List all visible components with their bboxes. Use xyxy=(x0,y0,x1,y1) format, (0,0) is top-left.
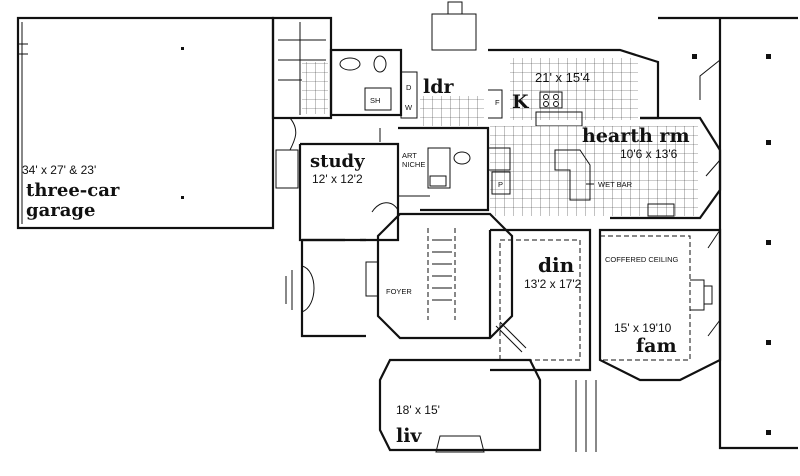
pantry xyxy=(491,171,511,195)
foyer-label: FOYER xyxy=(386,287,412,296)
dining-passage xyxy=(495,321,527,353)
chimney xyxy=(447,1,463,14)
hall-wall xyxy=(398,126,490,212)
hearth-fireplace xyxy=(647,203,675,217)
fridge xyxy=(488,89,503,119)
garage-post xyxy=(181,47,184,50)
foyer-stair-edge xyxy=(427,228,456,320)
kitchen-tile xyxy=(510,58,638,120)
living-wall xyxy=(378,358,542,452)
pantry-label: P xyxy=(498,180,503,189)
family: COFFERED CEILING 15' x 19'10 fam xyxy=(598,228,722,382)
dining: din 13'2 x 17'2 xyxy=(488,228,592,372)
family-label: fam xyxy=(636,335,677,357)
ldr-label: ldr xyxy=(423,76,455,98)
family-wall xyxy=(598,228,722,382)
art-label: ART xyxy=(402,151,417,160)
washer-dryer xyxy=(400,71,418,119)
dining-ceiling-outline xyxy=(499,239,581,361)
porch-column xyxy=(766,240,771,245)
porch-column xyxy=(692,54,697,59)
living-dims: 18' x 15' xyxy=(396,403,440,417)
hearth-label: hearth rm xyxy=(582,125,690,147)
foyer-stair-treads xyxy=(432,239,452,301)
garage-dims: 34' x 27' & 23' xyxy=(22,163,96,177)
entry-steps xyxy=(285,270,293,310)
garage-label-1: three-car xyxy=(26,180,120,201)
study-label: study xyxy=(310,151,365,172)
porch xyxy=(658,16,798,450)
kitchen-label: K xyxy=(512,91,530,113)
bath-laundry: SH D W ldr xyxy=(329,48,484,126)
wet-bar-label: WET BAR xyxy=(598,180,633,189)
family-dims: 15' x 19'10 xyxy=(614,321,672,335)
rear-steps xyxy=(575,380,597,452)
kitchen-dims: 21' x 15'4 xyxy=(535,70,590,85)
bath-toilet xyxy=(373,55,387,73)
burner xyxy=(543,101,549,107)
utility-shelves xyxy=(278,22,326,115)
entry-bay xyxy=(301,265,315,313)
dryer-label: D xyxy=(406,83,412,92)
family-hearth xyxy=(703,285,713,305)
living-label: liv xyxy=(396,425,422,447)
garage-door-mark xyxy=(18,43,28,55)
porch-column xyxy=(766,54,771,59)
utility-door xyxy=(272,117,297,151)
porch-wall xyxy=(658,16,798,450)
entry xyxy=(285,238,366,338)
cooktop xyxy=(539,91,563,109)
study-dims: 12' x 12'2 xyxy=(312,172,363,186)
ldr-tile xyxy=(420,96,484,126)
study-door-swing xyxy=(371,202,399,213)
mud-bench xyxy=(275,149,299,189)
shower-label: SH xyxy=(370,96,380,105)
dining-dims: 13'2 x 17'2 xyxy=(524,277,582,291)
garage-label-2: garage xyxy=(26,200,95,221)
porch-bays xyxy=(699,59,721,337)
niche-label: NICHE xyxy=(402,160,425,169)
powder-sink xyxy=(453,151,471,165)
kitchen-bay xyxy=(431,13,477,51)
porch-column xyxy=(766,140,771,145)
fridge-label: F xyxy=(495,98,500,107)
family-ceiling-outline xyxy=(599,235,691,361)
study: study 12' x 12'2 xyxy=(298,142,400,242)
shower-stall xyxy=(364,87,392,111)
dining-label: din xyxy=(538,253,575,277)
wet-bar-counter xyxy=(554,149,591,201)
powder-room xyxy=(427,147,451,189)
utility-tile xyxy=(302,62,328,114)
porch-column xyxy=(766,430,771,435)
garage-post xyxy=(181,196,184,199)
powder-toilet xyxy=(429,175,447,187)
dining-wall xyxy=(488,228,592,372)
washer-label: W xyxy=(405,103,413,112)
hall-partition xyxy=(379,128,430,197)
living: 18' x 15' liv xyxy=(378,358,597,453)
living-fireplace xyxy=(435,435,485,453)
bath-sink xyxy=(339,57,361,71)
entry-wall xyxy=(300,238,366,338)
burner xyxy=(553,101,559,107)
family-fireplace xyxy=(690,279,705,311)
kitchen: K 21' x 15'4 F xyxy=(431,1,660,127)
burner xyxy=(543,94,549,100)
coffered-label: COFFERED CEILING xyxy=(605,255,679,264)
hall: ART NICHE xyxy=(379,126,490,212)
hearth-dims: 10'6 x 13'6 xyxy=(620,147,678,161)
hearth-tile xyxy=(490,126,698,216)
foyer-closet xyxy=(365,261,378,297)
burner xyxy=(553,94,559,100)
hearth-room: hearth rm 10'6 x 13'6 WET BAR P xyxy=(487,116,722,220)
porch-column xyxy=(766,340,771,345)
